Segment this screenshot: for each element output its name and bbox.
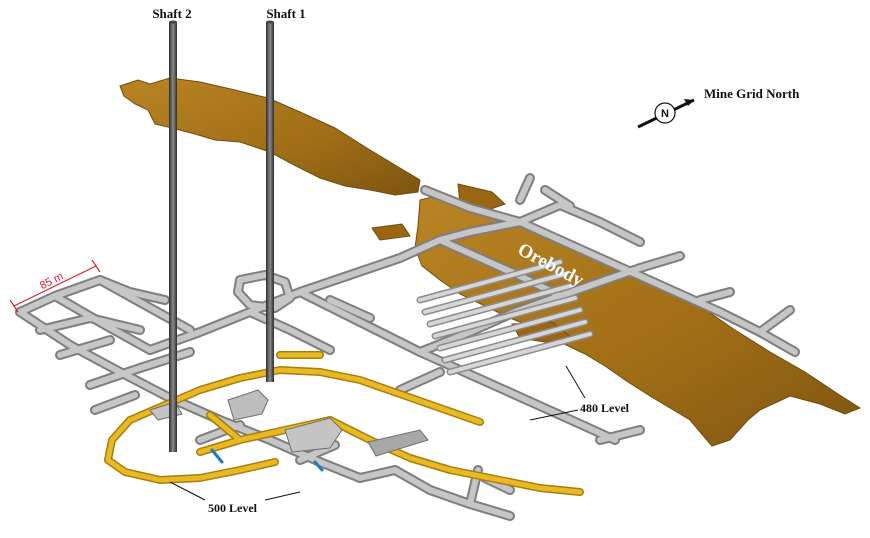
north-symbol: N xyxy=(661,108,669,120)
level-480-label: 480 Level xyxy=(580,401,630,415)
north-arrow-icon xyxy=(637,98,695,129)
level-480-leaders xyxy=(529,365,586,421)
shaft-2 xyxy=(169,20,177,452)
level-500-label: 500 Level xyxy=(208,501,258,515)
shaft-2-label: Shaft 2 xyxy=(152,6,191,21)
north-label: Mine Grid North xyxy=(704,86,800,101)
shaft-1 xyxy=(266,20,274,382)
level-480-drifts xyxy=(15,173,800,521)
level-500-leaders xyxy=(169,481,301,501)
scale-bar xyxy=(9,259,101,313)
shaft-1-label: Shaft 1 xyxy=(266,6,305,21)
